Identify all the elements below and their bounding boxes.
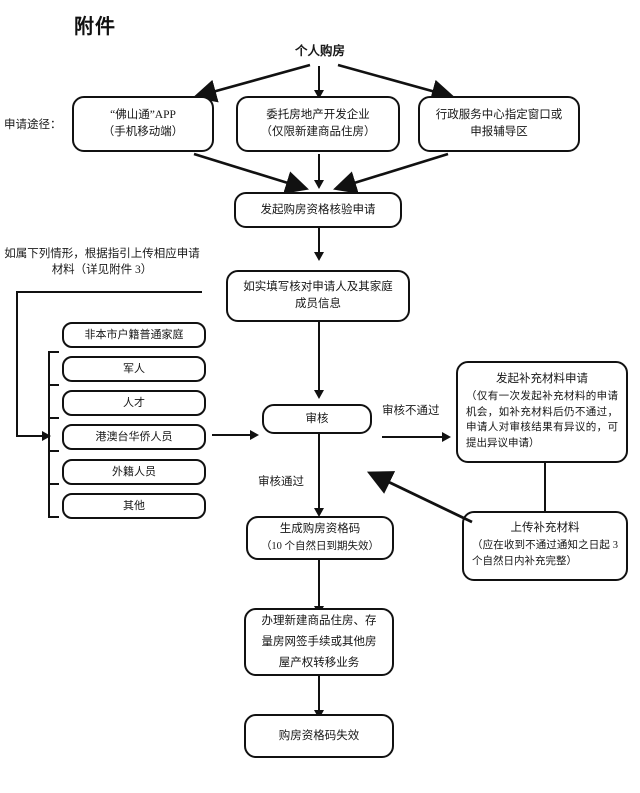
category-label-2: 人才 [123,396,145,409]
arrowhead-initiate-to-fill [314,252,324,261]
arrowhead-categories-to-review [250,430,259,440]
channel-box-developer-line1: 委托房地产开发企业 [266,109,370,121]
return-line-vertical [16,291,18,437]
edge-label-review-pass: 审核通过 [258,476,304,488]
connector-transaction-to-expired [318,676,320,714]
category-box-4[interactable]: 外籍人员 [62,459,206,485]
supplement-request-box[interactable]: 发起补充材料申请 （仅有一次发起补充材料的申请机会，如补充材料后仍不通过，申请人… [456,361,628,463]
connector-request-to-upload [544,463,546,511]
expired-box[interactable]: 购房资格码失效 [244,714,394,758]
qualification-code-line1: 生成购房资格码 [279,523,361,535]
page-title: 附件 [74,16,116,38]
expired-label: 购房资格码失效 [278,729,360,742]
category-label-1: 军人 [123,362,145,375]
connector-channel2-to-initiate [318,154,320,184]
arrowhead-fill-to-review [314,390,324,399]
category-box-5[interactable]: 其他 [62,493,206,519]
channel-box-service-center[interactable]: 行政服务中心指定窗口或 申报辅导区 [418,96,580,152]
channel-box-fsapp[interactable]: “佛山通”APP （手机移动端） [72,96,214,152]
supplement-request-body: （仅有一次发起补充材料的申请机会，如补充材料后仍不通过，申请人对审核结果有异议的… [466,391,618,449]
qualification-code-box[interactable]: 生成购房资格码 （10 个自然日到期失效） [246,516,394,560]
connector-start-to-channel1 [192,63,311,103]
apply-channel-label: 申请途径： [4,119,62,131]
channel-box-developer-line2: （仅限新建商品住房） [260,126,376,138]
supplement-upload-box[interactable]: 上传补充材料 （应在收到不通过通知之日起 3 个自然日内补充完整） [462,511,628,581]
connector-start-to-channel3 [337,63,456,103]
transaction-line3: 屋产权转移业务 [278,656,360,669]
arrowhead-start-to-channel2 [314,90,324,99]
initiate-application-label: 发起购房资格核验申请 [260,203,376,216]
category-label-5: 其他 [123,499,145,512]
transaction-box[interactable]: 办理新建商品住房、存 量房网签手续或其他房 屋产权转移业务 [244,608,394,676]
category-box-2[interactable]: 人才 [62,390,206,416]
connector-categories-to-review [212,434,254,436]
category-label-3: 港澳台华侨人员 [95,430,173,443]
category-box-1[interactable]: 军人 [62,356,206,382]
fill-information-line1: 如实填写核对申请人及其家庭 [243,281,393,293]
supplement-upload-body: （应在收到不通过通知之日起 3 个自然日内补充完整） [472,540,618,567]
supplement-request-title: 发起补充材料申请 [496,373,588,385]
connector-channel3-to-initiate [333,152,449,194]
category-group-bracket [48,351,61,518]
review-box[interactable]: 审核 [262,404,372,434]
category-box-3[interactable]: 港澳台华侨人员 [62,424,206,450]
edge-label-review-fail: 审核不通过 [382,405,440,417]
connector-upload-to-review [366,471,473,524]
return-line-top [16,291,202,293]
channel-box-service-center-line2: 申报辅导区 [470,126,528,138]
connector-fill-to-review [318,322,320,394]
connector-channel1-to-initiate [193,152,309,194]
category-box-0[interactable]: 非本市户籍普通家庭 [62,322,206,348]
start-node-label: 个人购房 [294,44,345,58]
transaction-line1: 办理新建商品住房、存 [261,614,377,627]
fill-information-box[interactable]: 如实填写核对申请人及其家庭 成员信息 [226,270,410,322]
fill-information-line2: 成员信息 [295,298,341,310]
supplement-note-text: 如属下列情形，根据指引上传相应申请材料（详见附件 3） [4,248,200,276]
initiate-application-box[interactable]: 发起购房资格核验申请 [234,192,402,228]
channel-box-developer[interactable]: 委托房地产开发企业 （仅限新建商品住房） [236,96,400,152]
channel-box-service-center-line1: 行政服务中心指定窗口或 [435,109,563,121]
category-label-4: 外籍人员 [112,465,156,478]
channel-box-fsapp-line2: （手机移动端） [102,126,184,138]
supplement-upload-title: 上传补充材料 [510,522,580,534]
review-label: 审核 [305,412,329,425]
connector-initiate-to-fill [318,228,320,258]
channel-box-fsapp-line1: “佛山通”APP [110,109,176,121]
arrowhead-review-to-code [314,508,324,517]
return-line-into-categories [16,435,46,437]
arrowhead-channel2-to-initiate [314,180,324,189]
connector-code-to-transaction [318,560,320,610]
connector-review-to-code [318,434,320,512]
connector-review-to-supplement-request [382,436,448,438]
transaction-line2: 量房网签手续或其他房 [261,635,377,648]
category-label-0: 非本市户籍普通家庭 [84,328,184,341]
arrowhead-review-to-supplement-request [442,432,451,442]
qualification-code-line2: （10 个自然日到期失效） [260,541,380,552]
arrowhead-return-into-categories [42,431,51,441]
connector-start-to-channel2 [318,66,320,94]
